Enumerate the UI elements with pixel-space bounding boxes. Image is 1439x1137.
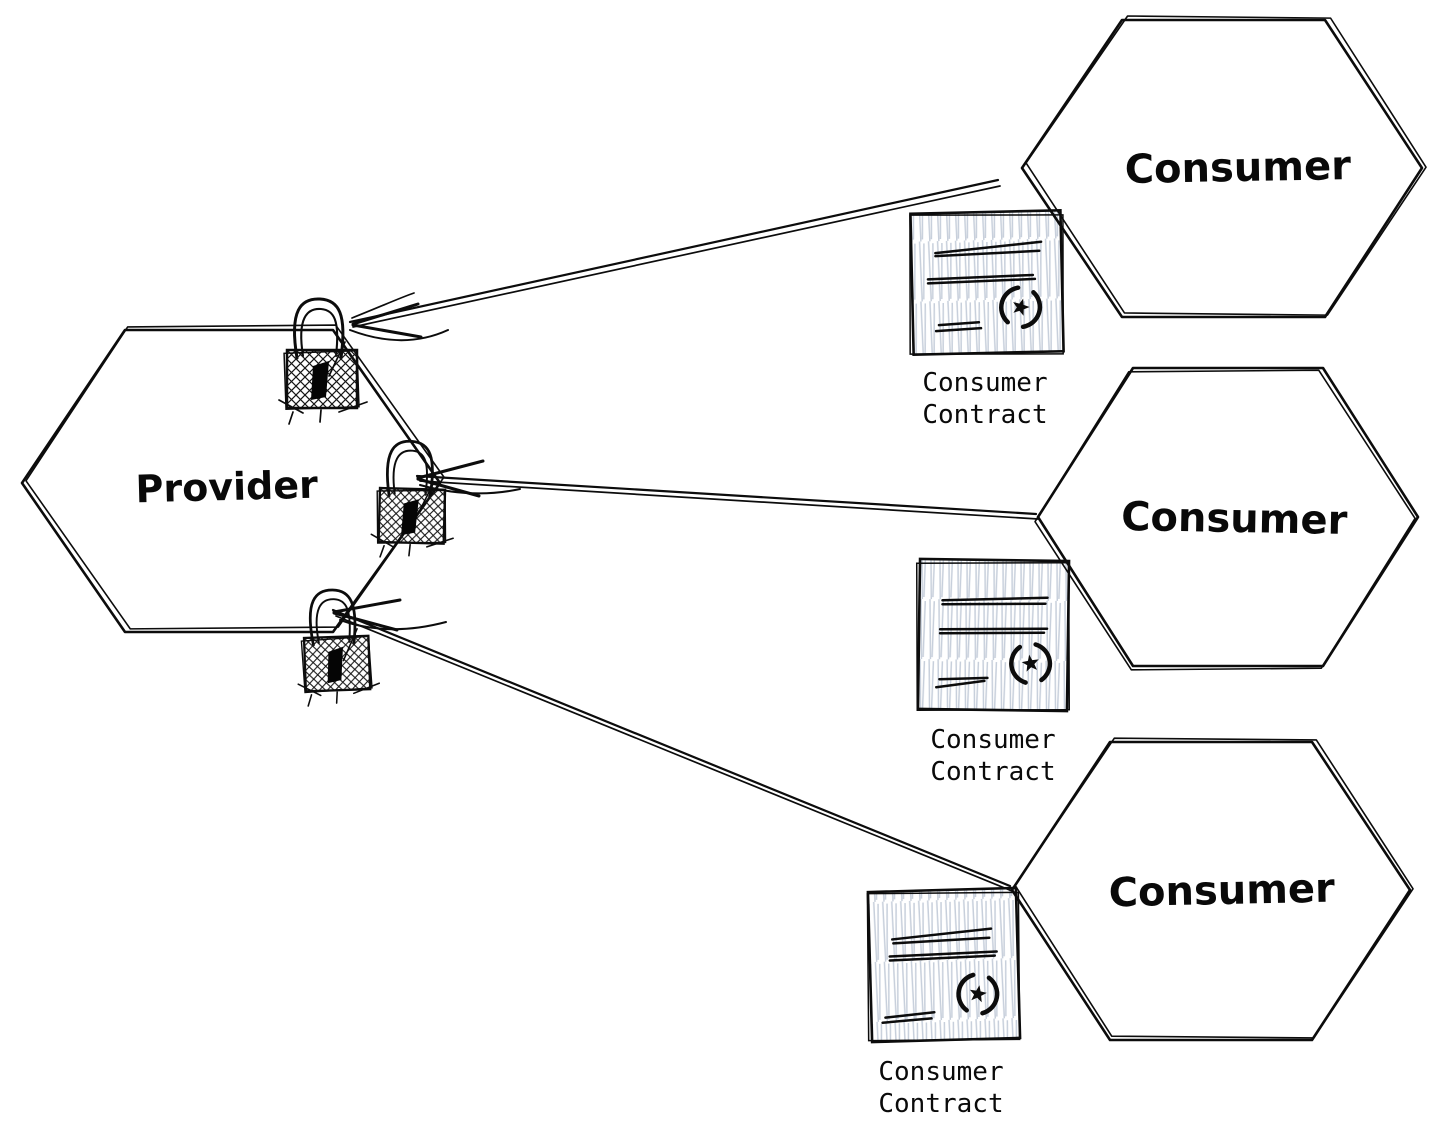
contract-label-line2: Contract (930, 757, 1055, 787)
consumer-hexagon: Consumer (1034, 366, 1420, 671)
consumer-hexagon: Consumer (1010, 737, 1414, 1042)
contract-label-line1: Consumer (922, 368, 1047, 398)
provider-label: Provider (135, 463, 319, 512)
contract-document-icon (909, 208, 1065, 357)
connection-arrow (415, 459, 1039, 520)
padlock-icon (369, 438, 458, 561)
connection-arrow (348, 178, 1001, 342)
consumer-label: Consumer (1108, 866, 1335, 917)
contract-label: Consumer Contract (930, 725, 1055, 787)
contract-document-icon (866, 886, 1022, 1044)
contract-label-line1: Consumer (930, 725, 1055, 755)
consumer-label: Consumer (1124, 143, 1351, 193)
contract-label-line1: Consumer (878, 1057, 1003, 1087)
contract-label: Consumer Contract (878, 1057, 1003, 1119)
consumer-label: Consumer (1121, 494, 1348, 544)
contract-label: Consumer Contract (922, 368, 1047, 430)
contract-label-line2: Contract (922, 400, 1047, 430)
connection-arrow (331, 598, 1013, 892)
provider-hexagon: Provider (20, 324, 445, 634)
consumer-hexagon: Consumer (1020, 15, 1427, 319)
contract-label-line2: Contract (878, 1089, 1003, 1119)
contract-document-icon (915, 557, 1071, 713)
